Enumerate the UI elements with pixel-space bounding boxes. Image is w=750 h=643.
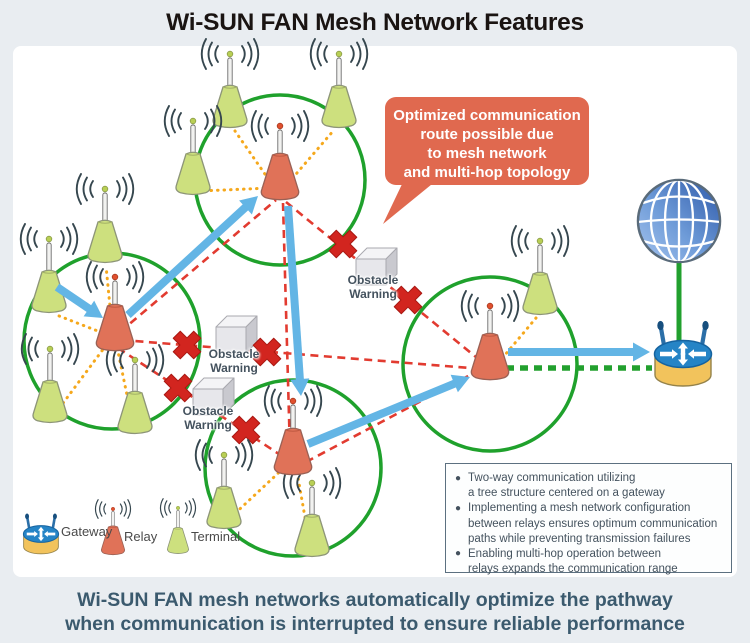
relay-icon bbox=[250, 110, 310, 201]
obstacle-warning-label-1: Obstacle Warning bbox=[194, 347, 274, 375]
path-arrow-left-to-top bbox=[125, 196, 258, 318]
terminal-icon bbox=[75, 173, 135, 264]
info-text: a tree structure centered on a gateway bbox=[468, 487, 665, 500]
callout-line: Optimized communication bbox=[393, 107, 581, 124]
callout-tail bbox=[383, 180, 437, 224]
info-item: ● Enabling multi-hop operation between re… bbox=[455, 547, 723, 577]
info-text: between relays ensures optimum communica… bbox=[468, 517, 718, 530]
info-text: relays expands the communication range bbox=[468, 563, 678, 576]
blocked-link-top-bottom bbox=[281, 202, 292, 453]
feature-info-box: ● Two-way communication utilizing a tree … bbox=[445, 463, 732, 575]
obstacle-label-line: Warning bbox=[210, 361, 258, 376]
terminal-icon bbox=[200, 38, 260, 129]
legend-label-terminal: Terminal bbox=[191, 529, 241, 544]
legend-label-gateway: Gateway bbox=[61, 524, 113, 539]
bullet-icon: ● bbox=[455, 502, 462, 514]
terminal-icon bbox=[309, 38, 369, 129]
legend-gateway-icon bbox=[22, 512, 60, 556]
path-arrow-top-to-bottom bbox=[284, 205, 310, 396]
caption-line: when communication is interrupted to ens… bbox=[65, 613, 685, 636]
path-arrow-bottom-to-right bbox=[306, 374, 470, 448]
callout-line: and multi-hop topology bbox=[403, 164, 571, 182]
terminal-icon bbox=[282, 467, 342, 558]
callout-bubble: Optimized communication route possible d… bbox=[385, 97, 589, 185]
info-text: paths while preventing transmission fail… bbox=[468, 532, 691, 545]
caption: Wi-SUN FAN mesh networks automatically o… bbox=[0, 588, 750, 637]
obstacle-label-line: Obstacle bbox=[208, 347, 260, 361]
obstacle-warning-label-3: Obstacle Warning bbox=[333, 273, 413, 301]
caption-line: Wi-SUN FAN mesh networks automatically o… bbox=[77, 589, 673, 611]
terminal-icon bbox=[105, 344, 165, 435]
terminal-icon bbox=[510, 225, 570, 316]
globe-icon bbox=[636, 178, 722, 264]
terminal-icon bbox=[20, 333, 80, 424]
info-item: ● Two-way communication utilizing a tree … bbox=[455, 471, 723, 501]
obstacle-warning-label-2: Obstacle Warning bbox=[168, 404, 248, 432]
path-arrows bbox=[54, 196, 650, 448]
bullet-icon: ● bbox=[455, 548, 462, 560]
obstacle-label-line: Obstacle bbox=[347, 273, 399, 287]
cluster-circle-right bbox=[401, 275, 579, 453]
blocked-link-left-top bbox=[119, 199, 277, 333]
callout-line: route possible due bbox=[420, 126, 554, 144]
info-text: Two-way communication utilizing bbox=[468, 472, 636, 484]
info-text: Enabling multi-hop operation between bbox=[468, 547, 662, 560]
callout-line: to mesh network bbox=[427, 145, 547, 163]
bullet-icon: ● bbox=[455, 472, 462, 484]
path-arrow-into-left-relay bbox=[54, 283, 103, 318]
path-arrow-right-to-gateway bbox=[508, 342, 650, 362]
info-item: ● Implementing a mesh network configurati… bbox=[455, 501, 723, 547]
relay-icon bbox=[263, 385, 323, 476]
obstacle-label-line: Warning bbox=[349, 287, 397, 302]
obstacle-label-line: Warning bbox=[184, 418, 232, 433]
legend-label-relay: Relay bbox=[124, 529, 158, 544]
obstacle-label-line: Obstacle bbox=[182, 404, 234, 418]
page-title: Wi-SUN FAN Mesh Network Features bbox=[166, 9, 584, 36]
terminal-icon bbox=[194, 439, 254, 530]
info-text: Implementing a mesh network configuratio… bbox=[468, 502, 691, 515]
gateway-icon bbox=[655, 321, 712, 386]
legend-terminal-icon bbox=[159, 498, 197, 555]
